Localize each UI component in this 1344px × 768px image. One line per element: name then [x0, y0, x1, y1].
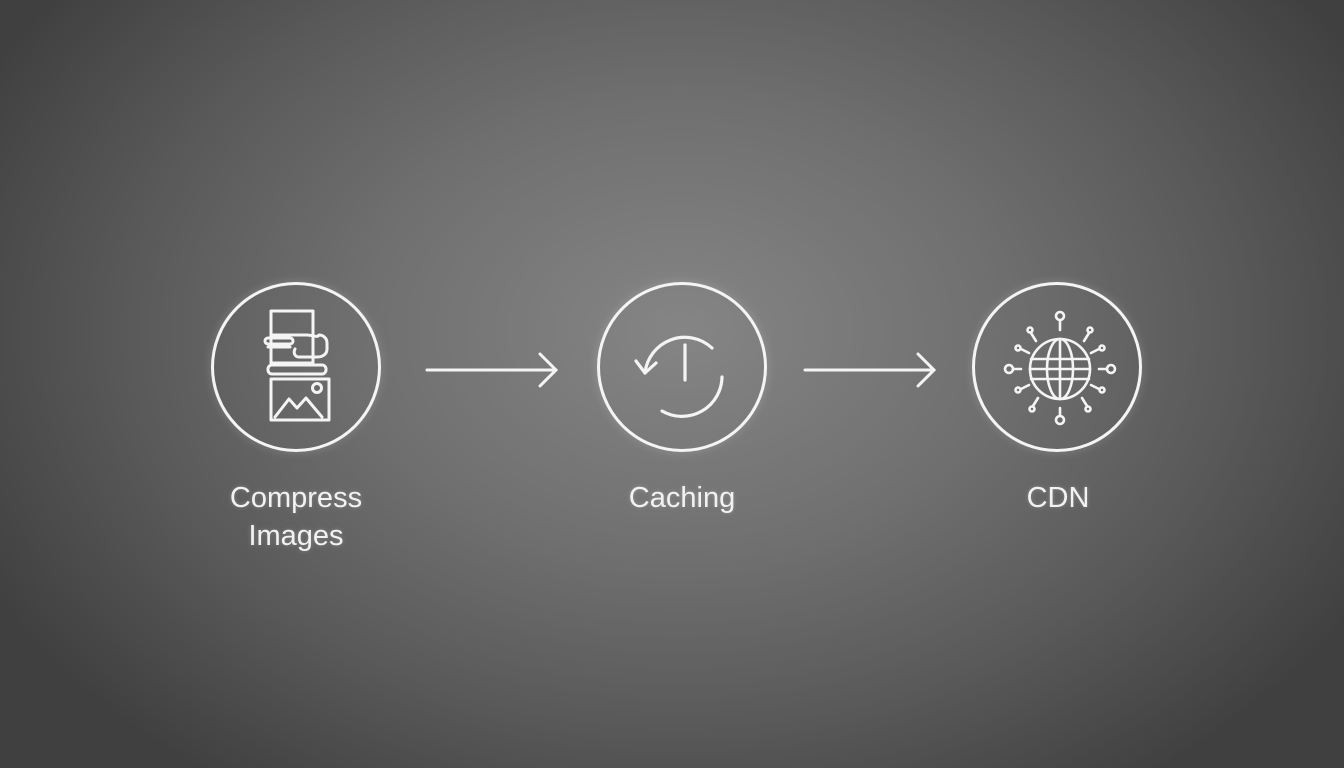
- globe-network-icon: [1003, 310, 1117, 426]
- cache-refresh-icon: [634, 335, 724, 418]
- label-line-1: Caching: [628, 482, 736, 514]
- step-caching-circle: [597, 282, 767, 452]
- label-line-2: Images: [248, 520, 344, 552]
- step-cdn-label: CDN: [938, 479, 1178, 517]
- step-compress-images-label: Compress Images: [176, 479, 416, 555]
- arrow-right-icon: [425, 352, 559, 388]
- compress-image-icon: [263, 309, 331, 422]
- step-compress-images-circle: [211, 282, 381, 452]
- step-cdn-circle: [972, 282, 1142, 452]
- step-caching-label: Caching: [562, 479, 802, 517]
- label-line-1: Compress: [229, 482, 363, 514]
- label-line-1: CDN: [1026, 482, 1090, 514]
- arrow-right-icon: [803, 352, 937, 388]
